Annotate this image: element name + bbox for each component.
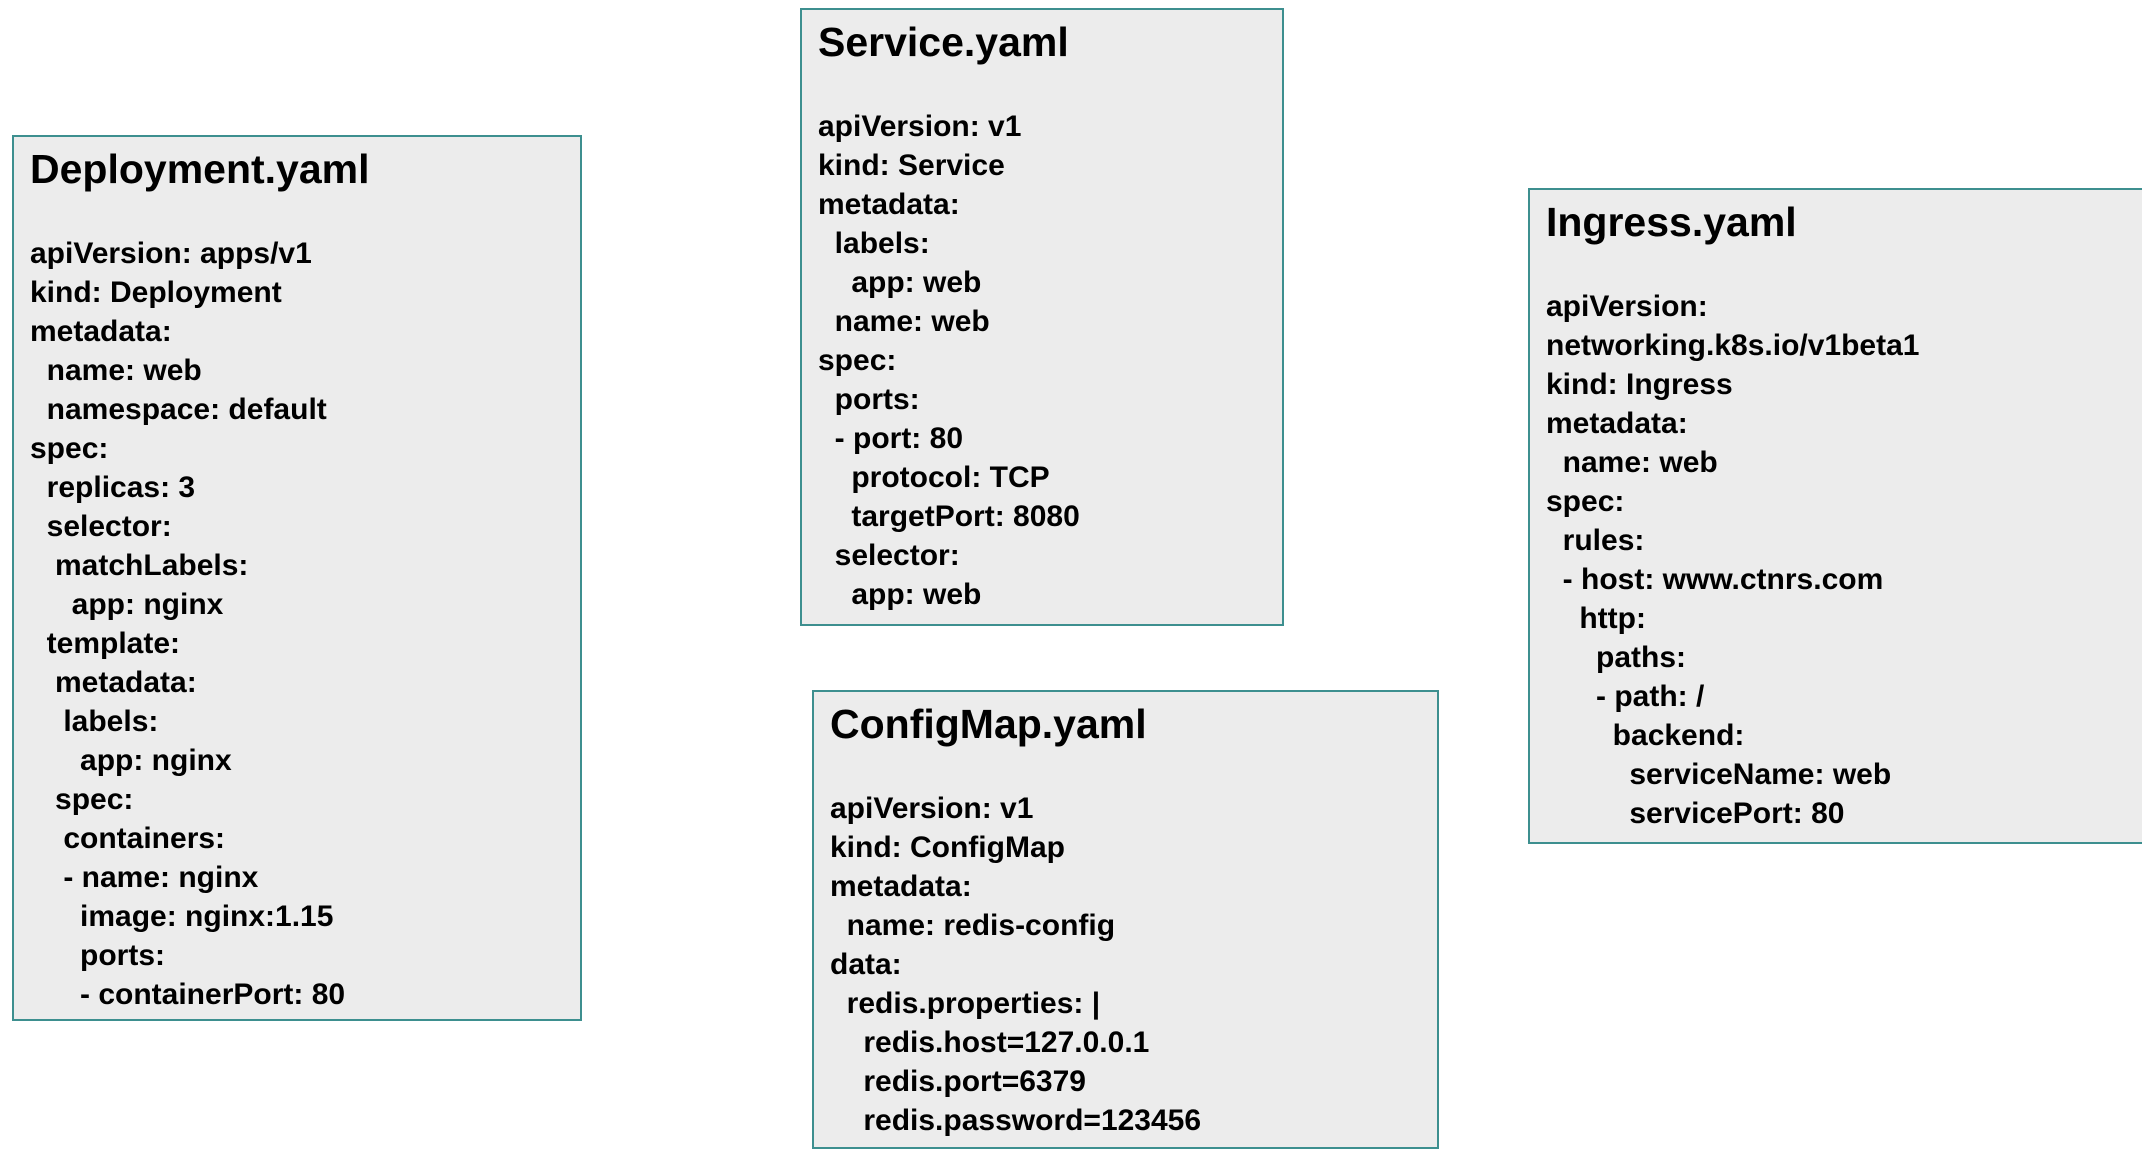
card-body-service: apiVersion: v1 kind: Service metadata: l… xyxy=(818,110,1080,611)
yaml-card-deployment: Deployment.yaml apiVersion: apps/v1 kind… xyxy=(12,135,582,1021)
card-content-service: Service.yaml apiVersion: v1 kind: Servic… xyxy=(818,22,1276,614)
card-content-deployment: Deployment.yaml apiVersion: apps/v1 kind… xyxy=(30,149,574,1014)
title-spacer xyxy=(30,190,574,234)
card-body-configmap: apiVersion: v1 kind: ConfigMap metadata:… xyxy=(830,792,1202,1137)
title-spacer xyxy=(830,745,1431,789)
card-content-configmap: ConfigMap.yaml apiVersion: v1 kind: Conf… xyxy=(830,704,1431,1140)
card-title-service: Service.yaml xyxy=(818,19,1069,65)
card-title-deployment: Deployment.yaml xyxy=(30,146,370,192)
yaml-card-configmap: ConfigMap.yaml apiVersion: v1 kind: Conf… xyxy=(812,690,1439,1149)
card-body-ingress: apiVersion: networking.k8s.io/v1beta1 ki… xyxy=(1546,290,1920,830)
card-body-deployment: apiVersion: apps/v1 kind: Deployment met… xyxy=(30,237,346,1011)
card-content-ingress: Ingress.yaml apiVersion: networking.k8s.… xyxy=(1546,202,2136,833)
card-title-ingress: Ingress.yaml xyxy=(1546,199,1797,245)
card-title-configmap: ConfigMap.yaml xyxy=(830,701,1147,747)
title-spacer xyxy=(818,63,1276,107)
title-spacer xyxy=(1546,243,2136,287)
yaml-card-service: Service.yaml apiVersion: v1 kind: Servic… xyxy=(800,8,1284,626)
yaml-card-ingress: Ingress.yaml apiVersion: networking.k8s.… xyxy=(1528,188,2142,844)
